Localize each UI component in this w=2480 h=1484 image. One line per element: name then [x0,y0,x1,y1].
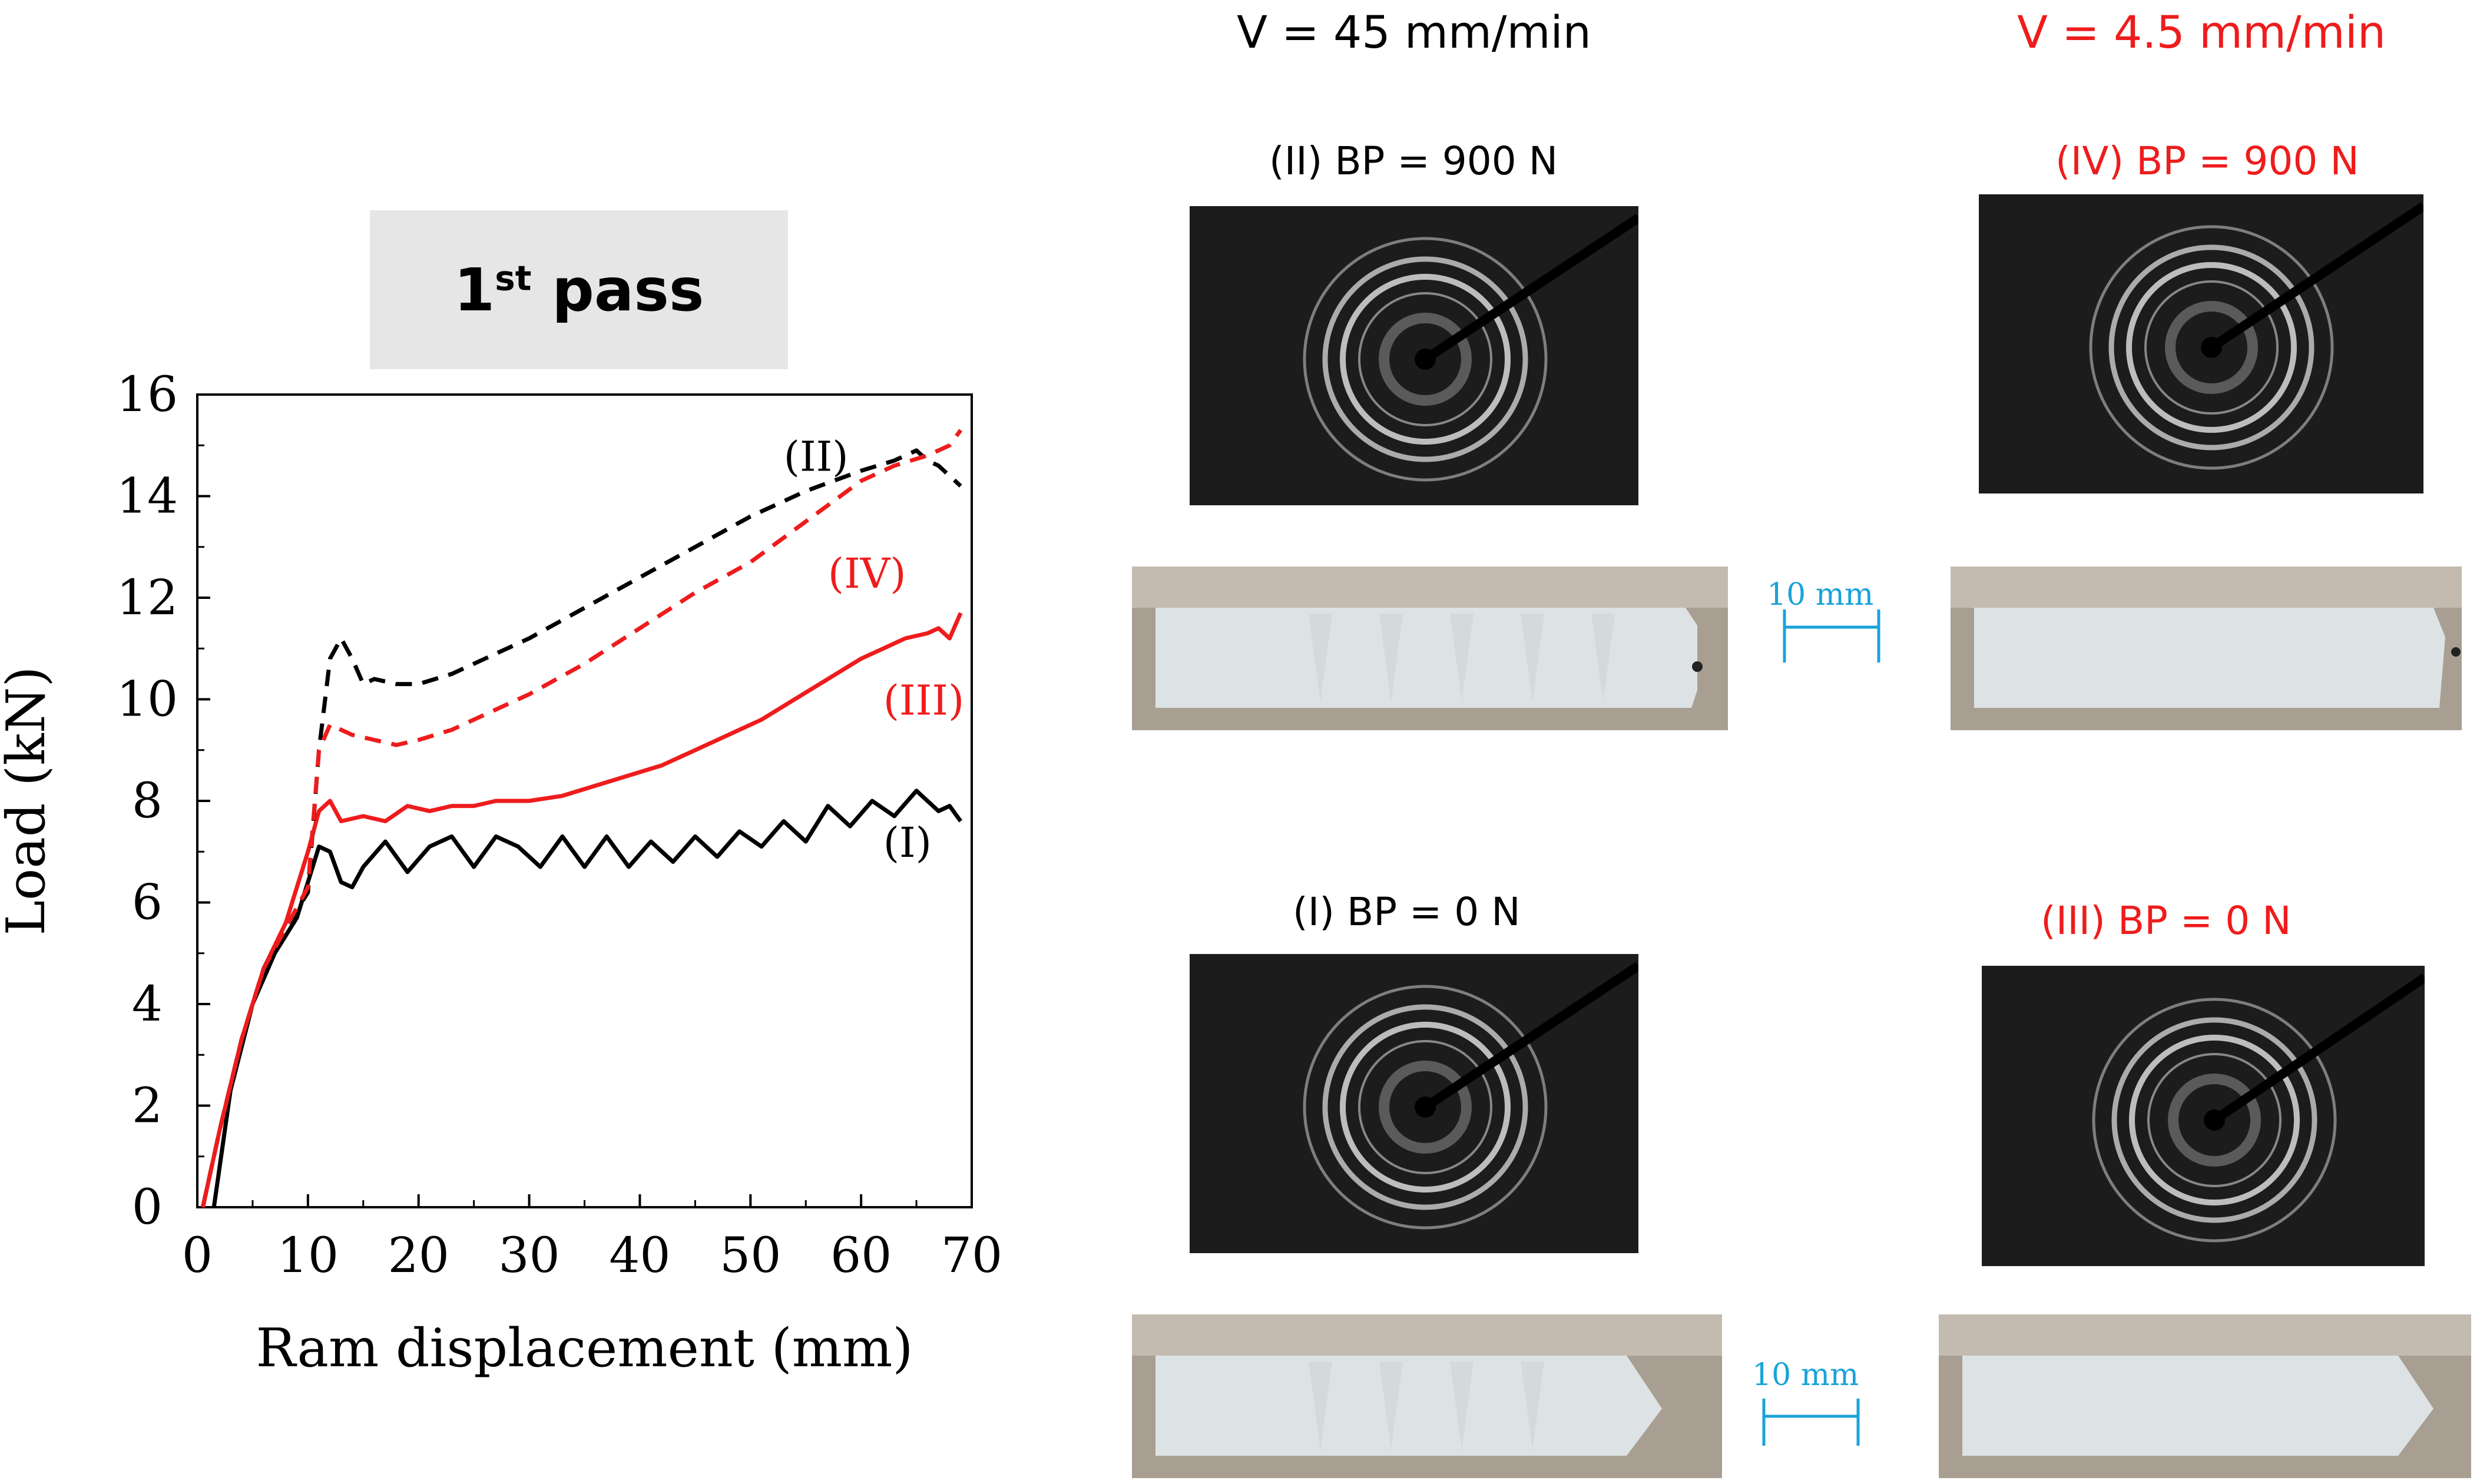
y-tick-label: 10 [117,672,178,728]
pass-label-box: 1st pass [370,210,788,369]
scale-bar-bottom-label: 10 mm [1752,1357,1859,1393]
series-line-1 [200,612,963,1208]
panel-label-II: (II) BP = 900 N [1269,138,1558,184]
scale-bar-bottom: 10 mm [1752,1357,1860,1446]
header-4-5mm: V = 4.5 mm/min [2017,6,2386,58]
plot-frame [196,393,973,1208]
series-line-3 [200,429,963,1208]
sample-photo-II [1132,567,1728,730]
panel-label-IV: (IV) BP = 900 N [2055,138,2359,184]
y-tick-label: 16 [117,367,178,423]
x-tick-label: 50 [720,1228,781,1284]
x-axis-label: Ram displacement (mm) [256,1317,913,1379]
x-tick-label: 40 [609,1228,670,1284]
y-tick-label: 0 [132,1180,163,1235]
scale-bar-top: 10 mm [1767,577,1880,662]
x-tick-label: 0 [182,1228,213,1284]
diffraction-image-IV [1979,194,2423,493]
series-line-0 [211,789,963,1208]
y-tick-label: 6 [132,875,163,931]
sample-photo-III [1939,1314,2471,1478]
y-tick-label: 8 [132,773,163,829]
x-tick-label: 10 [277,1228,339,1284]
diffraction-image-I [1190,954,1638,1253]
curve-label: (IV) [828,549,906,598]
pass-label: 1st pass [453,255,704,324]
y-tick-label: 4 [132,976,163,1032]
y-tick-label: 12 [117,570,178,626]
header-45mm: V = 45 mm/min [1237,6,1591,58]
x-tick-label: 70 [941,1228,1002,1284]
y-axis-label: Load (kN) [0,666,57,935]
scale-bar-top-label: 10 mm [1767,577,1873,612]
x-tick-label: 20 [388,1228,449,1284]
y-tick-label: 14 [117,469,178,525]
panel-label-III: (III) BP = 0 N [2041,898,2292,943]
diffraction-image-II [1190,206,1638,505]
panel-label-I: (I) BP = 0 N [1293,889,1521,935]
y-tick-label: 2 [132,1078,163,1134]
curve-label: (II) [784,432,849,481]
x-tick-label: 60 [830,1228,892,1284]
x-tick-label: 30 [498,1228,559,1284]
curve-label: (I) [883,819,932,867]
series-line-2 [200,448,962,1208]
sample-photo-I [1132,1314,1722,1478]
curve-label: (III) [883,676,965,724]
diffraction-image-III [1982,966,2425,1266]
sample-photo-IV [1951,567,2462,730]
